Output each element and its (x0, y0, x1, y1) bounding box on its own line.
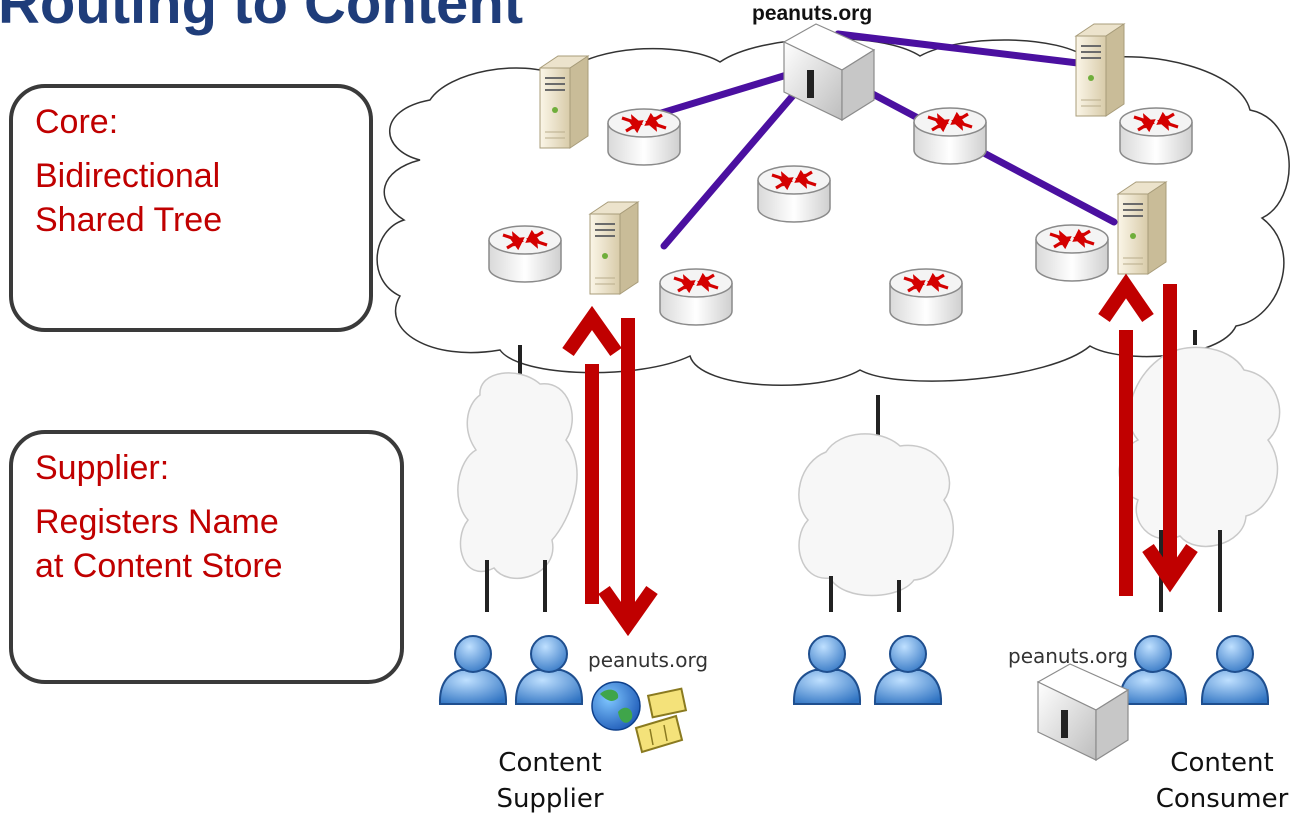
content-supplier-label: Content Supplier (470, 745, 630, 817)
user-icon (792, 635, 862, 705)
content-consumer-label: Content Consumer (1130, 745, 1314, 817)
registration-arrows (562, 305, 658, 637)
core-callout: Core: Bidirectional Shared Tree (9, 84, 373, 332)
user-icon (514, 635, 584, 705)
server-icon (1075, 23, 1125, 117)
core-heading: Core: (35, 103, 119, 141)
user-icon (873, 635, 943, 705)
router-icon (1034, 223, 1110, 283)
router-icon (888, 267, 964, 327)
supplier-domain-label: peanuts.org (588, 648, 709, 672)
router-icon (1118, 106, 1194, 166)
consumer-domain-label: peanuts.org (1008, 644, 1129, 668)
user-icon (438, 635, 508, 705)
server-icon (539, 55, 589, 149)
edge-cloud-supplier (457, 372, 578, 579)
film-icon (634, 687, 688, 754)
content-store-icon (1037, 663, 1129, 761)
content-consumer-line-2: Consumer (1155, 784, 1289, 814)
supplier-line-1: Registers Name (35, 503, 279, 541)
router-icon (658, 267, 734, 327)
content-consumer-line-1: Content (1170, 748, 1274, 778)
server-icon (1117, 181, 1167, 275)
server-icon (589, 201, 639, 295)
router-icon (487, 224, 563, 284)
supplier-line-2: at Content Store (35, 547, 283, 585)
globe-icon (591, 681, 641, 731)
user-icon (1118, 635, 1188, 705)
request-arrows (1098, 273, 1198, 596)
content-supplier-line-1: Content (498, 748, 602, 778)
router-icon (912, 106, 988, 166)
top-store-label: peanuts.org (752, 2, 873, 25)
router-icon (756, 164, 832, 224)
core-line-2: Shared Tree (35, 201, 223, 239)
supplier-callout: Supplier: Registers Name at Content Stor… (9, 430, 404, 684)
slide-title: Routing to Content (0, 0, 524, 36)
core-line-1: Bidirectional (35, 157, 221, 195)
edge-cloud-middle (798, 433, 954, 597)
core-cloud (376, 37, 1290, 386)
user-icon (1200, 635, 1270, 705)
supplier-heading: Supplier: (35, 449, 170, 487)
edge-cloud-consumer (1118, 346, 1281, 548)
content-supplier-line-2: Supplier (496, 784, 604, 814)
router-icon (606, 107, 682, 167)
